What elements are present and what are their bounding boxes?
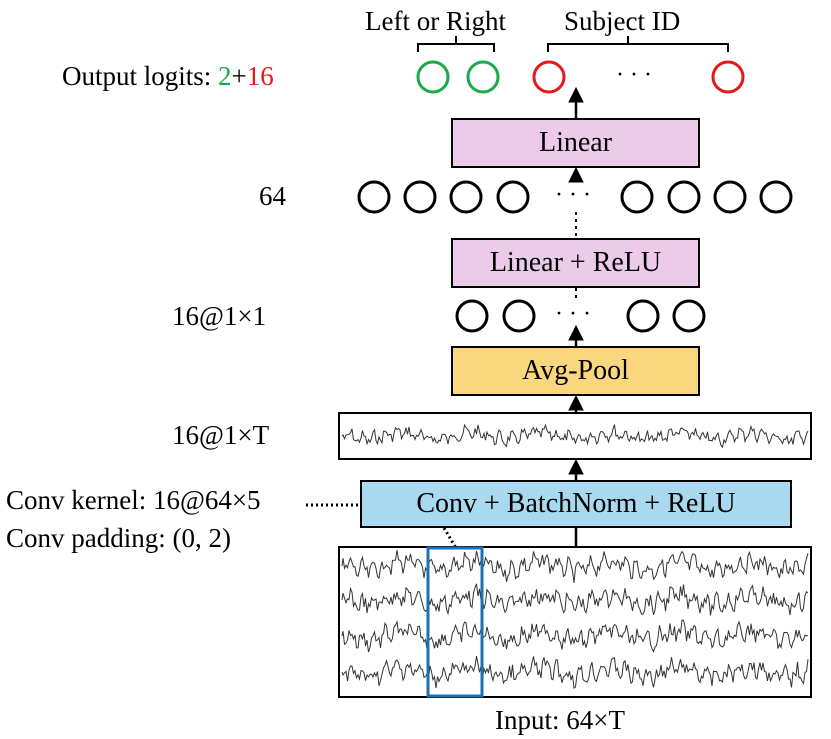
input-eeg-trace-3	[341, 619, 809, 653]
input-eeg-trace-1	[341, 550, 809, 584]
arrow-linear-to-output	[568, 86, 584, 118]
output-logits-plus: +	[231, 61, 247, 91]
arrow-conv-output-to-pool	[568, 394, 584, 412]
input-label: Input: 64×T	[495, 705, 625, 735]
left-right-brace	[417, 36, 495, 52]
left-or-right-label: Left or Right	[365, 6, 506, 36]
output-logits-subject-count: 16	[246, 61, 274, 91]
linear-relu-layer-box: Linear + ReLU	[451, 238, 700, 288]
linear-layer-box: Linear	[451, 118, 700, 168]
subject-id-label: Subject ID	[564, 6, 681, 36]
input-eeg-trace-2	[341, 583, 809, 616]
output-neuron-left	[416, 60, 450, 94]
output-logits-prefix: Output logits:	[62, 61, 219, 91]
conv-kernel-window	[426, 546, 484, 698]
output-neuron-subject-last	[711, 60, 745, 94]
hidden-size-label: 64	[259, 181, 286, 211]
kernel-window-leader	[442, 527, 458, 549]
output-logits-lr-count: 2	[218, 61, 232, 91]
linear-relu-layer-label: Linear + ReLU	[489, 247, 662, 278]
output-ellipsis: · · ·	[616, 62, 652, 88]
input-eeg-waveforms	[341, 550, 809, 690]
conv-output-shape-label: 16@1×T	[172, 420, 270, 450]
output-neuron-subject-first	[532, 60, 566, 94]
avg-pool-layer-label: Avg-Pool	[522, 355, 629, 386]
avg-pool-layer-box: Avg-Pool	[451, 346, 700, 396]
output-logits-label: Output logits: 2+16	[62, 63, 274, 90]
hidden-64-ellipsis: · · ·	[555, 182, 591, 208]
conv-block-box: Conv + BatchNorm + ReLU	[360, 480, 792, 528]
pool-16-neurons	[455, 299, 706, 333]
conv-kernel-label: Conv kernel: 16@64×5	[6, 485, 261, 515]
conv-output-waveform	[341, 423, 809, 449]
output-neuron-right	[466, 60, 500, 94]
subject-id-brace	[547, 36, 729, 52]
hidden-64-neurons	[357, 180, 793, 214]
arrow-conv-to-output-signal	[568, 458, 584, 480]
conv-output-trace	[341, 423, 809, 449]
pool-16-ellipsis: · · ·	[555, 301, 591, 327]
pool-shape-label: 16@1×1	[172, 301, 267, 331]
arrow-hidden-to-linear	[568, 166, 584, 183]
conv-padding-label: Conv padding: (0, 2)	[6, 523, 231, 553]
linear-layer-label: Linear	[538, 127, 613, 158]
conv-block-label: Conv + BatchNorm + ReLU	[416, 488, 736, 519]
arrow-pool-to-neurons	[568, 324, 584, 346]
input-eeg-trace-4	[341, 656, 809, 690]
